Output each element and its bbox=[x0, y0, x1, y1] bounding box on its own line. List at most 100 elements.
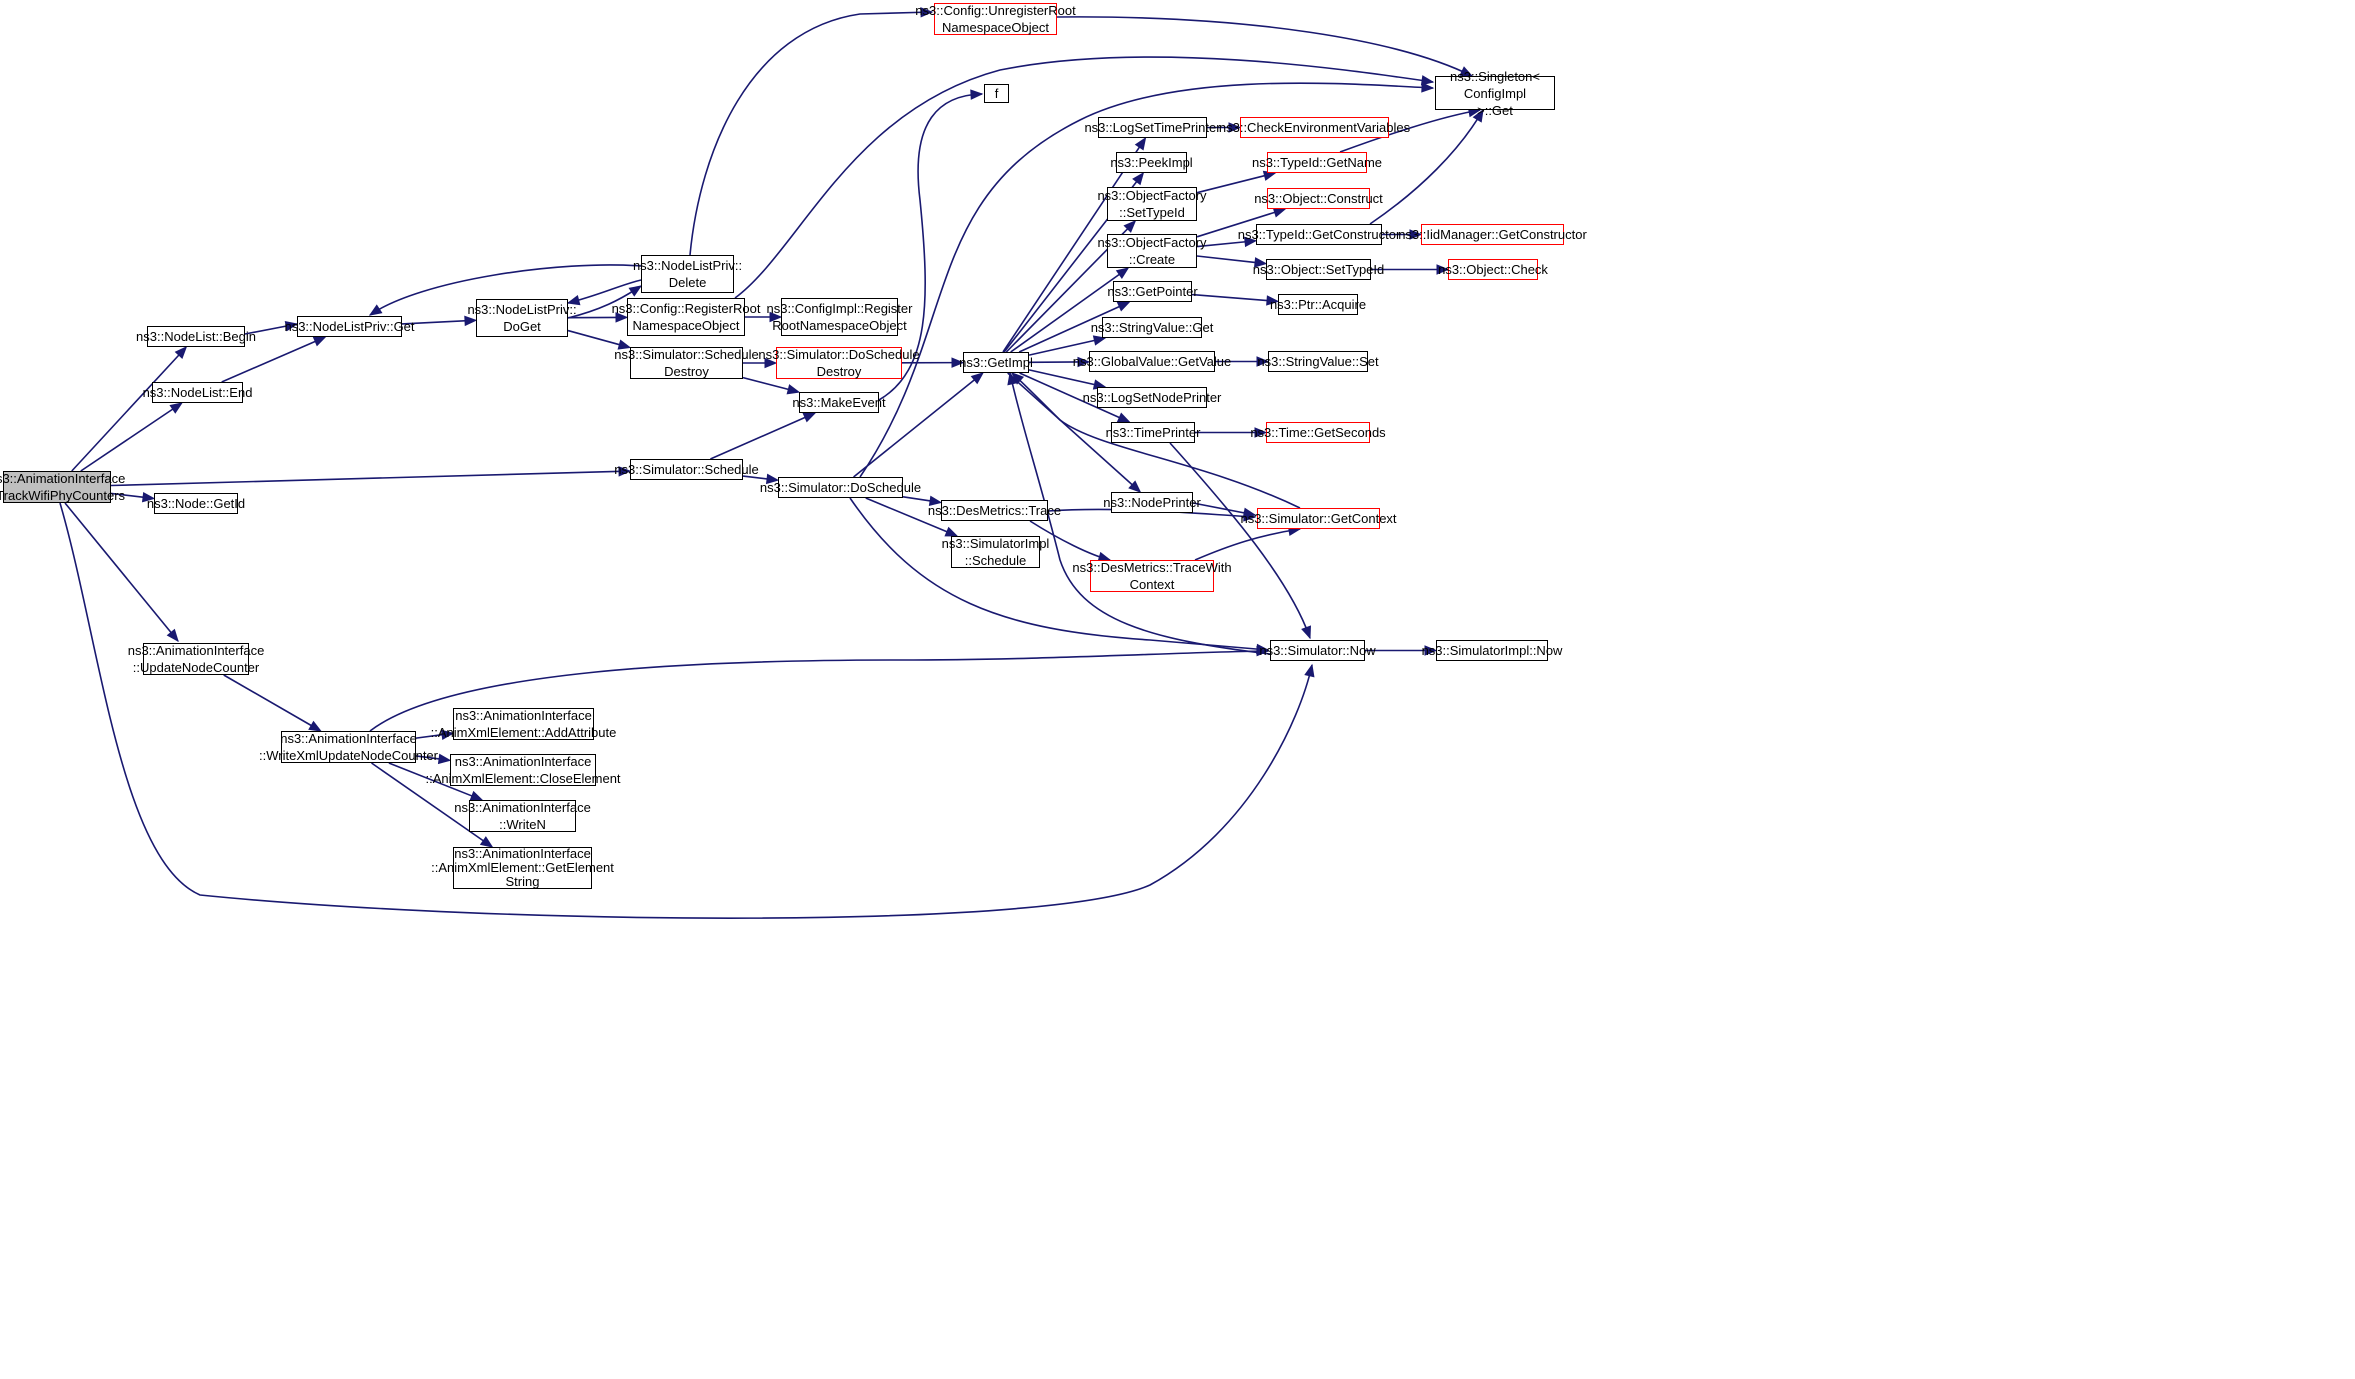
node-configimpl-register[interactable]: ns3::ConfigImpl::Register RootNamespaceO… bbox=[767, 298, 912, 336]
edge-objfactory_create-to-object_settypeid bbox=[1196, 255, 1268, 268]
edge-getpointer-to-ptr_acquire bbox=[1191, 293, 1280, 306]
node-typeid-getname[interactable]: ns3::TypeId::GetName bbox=[1252, 152, 1382, 173]
node-objectfactory-settypeid[interactable]: ns3::ObjectFactory ::SetTypeId bbox=[1097, 187, 1207, 221]
edge-sim_doschedule-to-desmetrics_trace bbox=[902, 495, 943, 506]
edge-write_xml_update-to-anim_addattr bbox=[415, 729, 455, 740]
node-simulator-now[interactable]: ns3::Simulator::Now bbox=[1259, 640, 1376, 661]
edge-nodelistpriv_delete-to-nodelistpriv_doget bbox=[566, 279, 642, 306]
edge-root-to-sim_schedule bbox=[110, 466, 632, 487]
edge-sim_schedule-to-make_event bbox=[710, 412, 817, 460]
node-write-xml-update-node-counter[interactable]: ns3::AnimationInterface ::WriteXmlUpdate… bbox=[259, 731, 438, 763]
edge-nodelist_end-to-nodelistpriv_get bbox=[221, 336, 327, 383]
node-getimpl[interactable]: ns3::GetImpl bbox=[959, 352, 1033, 373]
node-track-wifi-phy-counters[interactable]: ns3::AnimationInterface ::TrackWifiPhyCo… bbox=[0, 471, 126, 503]
edge-root-to-nodelist_end bbox=[80, 402, 183, 472]
edge-getimpl-to-logsetnodeprinter bbox=[1028, 369, 1107, 390]
node-f[interactable]: f bbox=[984, 84, 1009, 103]
node-nodelistpriv-get[interactable]: ns3::NodeListPriv::Get bbox=[284, 316, 415, 337]
edge-getimpl-to-logsettimeprinter bbox=[1002, 136, 1147, 353]
edge-sim_schedule_destroy-to-sim_doschedule_destroy bbox=[743, 357, 778, 369]
edge-update_node_counter-to-write_xml_update bbox=[223, 674, 322, 732]
node-simulatorimpl-schedule[interactable]: ns3::SimulatorImpl ::Schedule bbox=[941, 536, 1050, 568]
node-simulator-getcontext[interactable]: ns3::Simulator::GetContext bbox=[1240, 508, 1397, 529]
node-nodelist-end[interactable]: ns3::NodeList::End bbox=[143, 382, 252, 403]
node-config-register-root[interactable]: ns3::Config::RegisterRoot NamespaceObjec… bbox=[612, 298, 760, 336]
node-animxmlelement-closeelement[interactable]: ns3::AnimationInterface ::AnimXmlElement… bbox=[425, 754, 621, 786]
node-singleton-configimpl-get[interactable]: ns3::Singleton< ConfigImpl >::Get bbox=[1435, 69, 1555, 118]
node-objectfactory-create[interactable]: ns3::ObjectFactory ::Create bbox=[1097, 234, 1207, 268]
edge-nodelistpriv_doget-to-nodelistpriv_delete bbox=[567, 285, 643, 319]
edge-sim_doschedule-to-singleton_get bbox=[859, 82, 1435, 478]
edge-config_register-to-configimpl_register bbox=[745, 311, 783, 323]
edge-getimpl-to-nodeprinter bbox=[1007, 372, 1142, 493]
node-nodelistpriv-doget[interactable]: ns3::NodeListPriv:: DoGet bbox=[467, 299, 577, 337]
edge-nodelist_begin-to-nodelistpriv_get bbox=[244, 321, 299, 335]
edge-write_xml_update-to-anim_writen bbox=[388, 762, 484, 801]
node-log-set-node-printer[interactable]: ns3::LogSetNodePrinter bbox=[1083, 387, 1221, 408]
edge-write_xml_update-to-anim_getelemstr bbox=[371, 762, 494, 848]
edge-desmetrics_trace-to-desmetrics_tracewith bbox=[1029, 520, 1112, 562]
edge-nodeprinter-to-sim_getcontext bbox=[1192, 502, 1257, 518]
node-simulator-doschedule-destroy[interactable]: ns3::Simulator::DoSchedule Destroy bbox=[758, 347, 920, 379]
edge-getimpl-to-getpointer bbox=[1018, 301, 1131, 353]
edge-config_unregister-to-singleton_get bbox=[1056, 16, 1474, 77]
node-typeid-getconstructor[interactable]: ns3::TypeId::GetConstructor bbox=[1238, 224, 1400, 245]
node-timeprinter[interactable]: ns3::TimePrinter bbox=[1106, 422, 1200, 443]
node-iidmanager-getconstructor[interactable]: ns3::IidManager::GetConstructor bbox=[1398, 224, 1587, 245]
node-nodelistpriv-delete[interactable]: ns3::NodeListPriv:: Delete bbox=[633, 255, 742, 293]
edge-sim_doschedule-to-getimpl bbox=[853, 372, 984, 478]
edge-typeid_getconstructor-to-iidmanager_getconstructor bbox=[1382, 229, 1423, 240]
node-simulatorimpl-now[interactable]: ns3::SimulatorImpl::Now bbox=[1422, 640, 1562, 661]
node-ptr-acquire[interactable]: ns3::Ptr::Acquire bbox=[1270, 294, 1366, 315]
node-stringvalue-get[interactable]: ns3::StringValue::Get bbox=[1091, 317, 1213, 338]
edge-timeprinter-to-sim_now bbox=[1169, 442, 1311, 640]
edge-objfactory_create-to-object_construct bbox=[1196, 207, 1287, 238]
edge-root-to-sim_now bbox=[59, 502, 1315, 919]
edge-root-to-node_getid bbox=[110, 491, 156, 503]
edge-nodelistpriv_doget-to-sim_schedule_destroy bbox=[567, 329, 632, 350]
node-animation-writen[interactable]: ns3::AnimationInterface ::WriteN bbox=[454, 800, 591, 832]
node-getpointer[interactable]: ns3::GetPointer bbox=[1107, 281, 1198, 302]
node-nodelist-begin[interactable]: ns3::NodeList::Begin bbox=[136, 326, 256, 347]
node-node-getid[interactable]: ns3::Node::GetId bbox=[147, 493, 245, 514]
node-animxmlelement-getelementstring[interactable]: ns3::AnimationInterface ::AnimXmlElement… bbox=[431, 846, 614, 889]
node-peekimpl[interactable]: ns3::PeekImpl bbox=[1110, 152, 1193, 173]
node-globalvalue-getvalue[interactable]: ns3::GlobalValue::GetValue bbox=[1073, 351, 1231, 372]
node-nodeprinter[interactable]: ns3::NodePrinter bbox=[1103, 492, 1201, 513]
node-stringvalue-set[interactable]: ns3::StringValue::Set bbox=[1257, 351, 1379, 372]
node-desmetrics-tracewithcontext[interactable]: ns3::DesMetrics::TraceWith Context bbox=[1072, 560, 1232, 592]
edge-sim_doschedule_destroy-to-getimpl bbox=[901, 357, 965, 368]
node-make-event[interactable]: ns3::MakeEvent bbox=[792, 392, 886, 413]
edge-sim_getcontext-to-getimpl bbox=[1011, 372, 1301, 509]
edge-getimpl-to-stringvalue_get bbox=[1028, 335, 1107, 356]
edge-getimpl-to-timeprinter bbox=[1019, 372, 1131, 423]
node-simulator-schedule-destroy[interactable]: ns3::Simulator::Schedule Destroy bbox=[614, 347, 759, 379]
node-time-getseconds[interactable]: ns3::Time::GetSeconds bbox=[1250, 422, 1386, 443]
edge-desmetrics_tracewith-to-sim_getcontext bbox=[1194, 525, 1302, 561]
node-desmetrics-trace[interactable]: ns3::DesMetrics::Trace bbox=[928, 500, 1061, 521]
node-animxmlelement-addattribute[interactable]: ns3::AnimationInterface ::AnimXmlElement… bbox=[430, 708, 617, 740]
edge-sim_now-to-getimpl bbox=[1007, 371, 1271, 655]
edge-objfactory_create-to-typeid_getconstructor bbox=[1196, 236, 1258, 248]
node-simulator-doschedule[interactable]: ns3::Simulator::DoSchedule bbox=[760, 477, 921, 498]
node-config-unregister-root[interactable]: ns3::Config::UnregisterRoot NamespaceObj… bbox=[915, 3, 1076, 35]
edge-write_xml_update-to-sim_now bbox=[369, 645, 1270, 732]
node-update-node-counter[interactable]: ns3::AnimationInterface ::UpdateNodeCoun… bbox=[127, 643, 265, 675]
edge-make_event-to-f bbox=[878, 89, 984, 401]
edge-nodelistpriv_delete-to-config_unregister bbox=[689, 7, 934, 256]
edge-object_settypeid-to-object_check bbox=[1371, 264, 1450, 275]
node-check-environment-variables[interactable]: ns3::CheckEnvironmentVariables bbox=[1219, 117, 1410, 138]
node-object-check[interactable]: ns3::Object::Check bbox=[1438, 259, 1548, 280]
edge-root-to-nodelist_begin bbox=[71, 346, 188, 472]
node-log-set-time-printer[interactable]: ns3::LogSetTimePrinter bbox=[1084, 117, 1221, 138]
node-simulator-schedule[interactable]: ns3::Simulator::Schedule bbox=[614, 459, 759, 480]
edge-sim_doschedule-to-simimpl_schedule bbox=[865, 497, 959, 537]
edge-timeprinter-to-time_getseconds bbox=[1195, 427, 1268, 438]
node-object-settypeid[interactable]: ns3::Object::SetTypeId bbox=[1253, 259, 1384, 280]
edge-sim_schedule-to-sim_doschedule bbox=[742, 473, 780, 485]
edge-root-to-update_node_counter bbox=[64, 502, 179, 643]
node-object-construct[interactable]: ns3::Object::Construct bbox=[1254, 188, 1383, 209]
edge-logsettimeprinter-to-checkenv bbox=[1207, 122, 1242, 133]
